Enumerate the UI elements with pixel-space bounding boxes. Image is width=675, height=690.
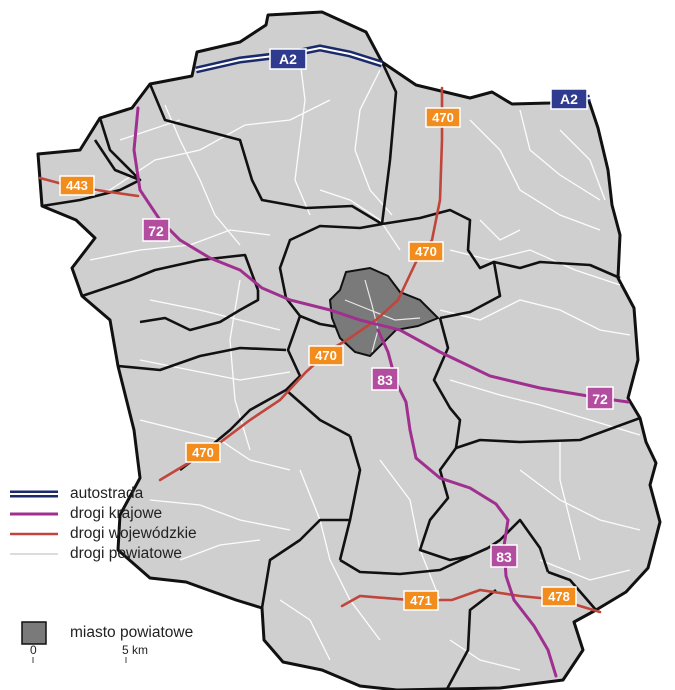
badge-470-north: 470 <box>425 107 461 128</box>
badge-471: 471 <box>403 590 439 611</box>
svg-text:83: 83 <box>496 549 512 565</box>
commune-borders <box>41 61 641 690</box>
svg-text:470: 470 <box>192 445 214 460</box>
svg-text:A2: A2 <box>279 51 297 67</box>
legend-county-symbol <box>10 553 58 555</box>
legend-voivodeship-symbol <box>10 532 58 536</box>
county-roads <box>59 59 641 671</box>
badge-470-mid: 470 <box>408 241 444 262</box>
badge-443: 443 <box>59 175 95 196</box>
badge-a2-east: A2 <box>550 88 588 110</box>
badge-83-south: 83 <box>490 544 518 568</box>
legend-town-label: miasto powiatowe <box>70 624 194 641</box>
road-badges: A2 A2 72 72 83 83 443 470 <box>59 48 614 611</box>
badge-72-east: 72 <box>586 386 614 410</box>
scale-five-label: 5 km <box>122 643 149 657</box>
legend-national: drogi krajowe <box>8 504 162 524</box>
svg-text:470: 470 <box>432 110 454 125</box>
legend-county-label: drogi powiatowe <box>70 545 183 562</box>
legend-motorway: autostrada <box>8 484 143 504</box>
national-roads <box>132 106 630 678</box>
badge-72-north: 72 <box>142 218 170 242</box>
legend-national-symbol <box>10 512 58 516</box>
legend-voivodeship: drogi wojewódzkie <box>8 524 197 544</box>
svg-text:72: 72 <box>592 391 608 407</box>
svg-text:471: 471 <box>410 593 432 608</box>
legend-county: drogi powiatowe <box>8 544 182 564</box>
badge-478: 478 <box>541 586 577 607</box>
scale-ticks <box>32 657 127 663</box>
badge-83-center: 83 <box>371 367 399 391</box>
badge-470-sw: 470 <box>185 442 221 463</box>
svg-text:443: 443 <box>66 178 88 193</box>
legend-town-symbol <box>21 621 47 645</box>
svg-text:83: 83 <box>377 372 393 388</box>
badge-470-center: 470 <box>308 345 344 366</box>
svg-text:470: 470 <box>315 348 337 363</box>
legend-motorway-label: autostrada <box>70 485 144 502</box>
svg-text:A2: A2 <box>560 91 578 107</box>
legend-voivodeship-label: drogi wojewódzkie <box>70 525 197 542</box>
scale-zero-label: 0 <box>30 643 37 657</box>
svg-text:470: 470 <box>415 244 437 259</box>
legend-national-label: drogi krajowe <box>70 505 163 522</box>
svg-text:478: 478 <box>548 589 570 604</box>
svg-text:72: 72 <box>148 223 164 239</box>
legend-motorway-symbol <box>10 490 58 498</box>
legend-town: miasto powiatowe <box>8 620 193 646</box>
badge-a2-west: A2 <box>269 48 307 70</box>
scale-bar: 0 5 km <box>30 643 150 673</box>
